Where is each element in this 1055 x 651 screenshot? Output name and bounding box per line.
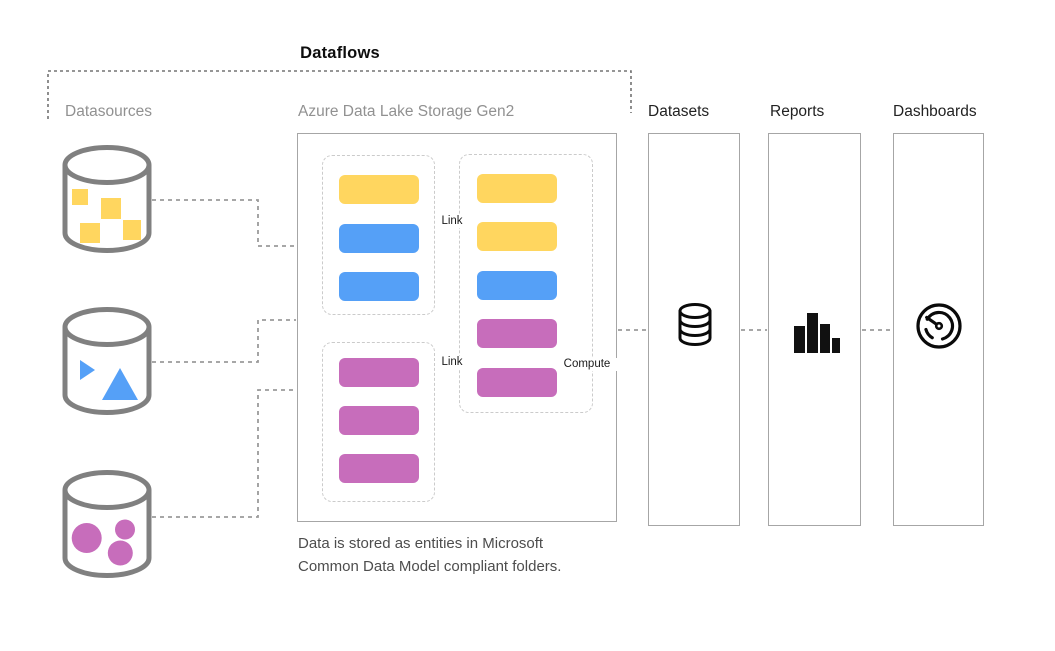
link-top-label: Link xyxy=(436,215,468,228)
entity-magenta xyxy=(339,358,419,387)
datasource-blue-triangles-icon xyxy=(62,307,152,415)
entity-magenta xyxy=(477,319,557,349)
datasets-box xyxy=(648,133,740,526)
dataflows-title: Dataflows xyxy=(300,44,380,62)
source-folder-1 xyxy=(322,155,435,315)
entity-yellow xyxy=(339,175,419,204)
entity-blue xyxy=(339,223,419,253)
datasets-label: Datasets xyxy=(648,103,710,120)
adls-caption: Data is stored as entities in Microsoft … xyxy=(298,535,562,575)
entity-blue xyxy=(339,272,419,301)
database-stack-icon xyxy=(678,303,712,346)
entity-yellow xyxy=(477,174,557,203)
dashboards-box xyxy=(893,133,984,526)
datasources-label: Datasources xyxy=(65,103,153,120)
reports-label: Reports xyxy=(770,103,825,120)
connector-datasource-3 xyxy=(152,389,296,518)
model-folder xyxy=(459,154,593,413)
compute-label: Compute xyxy=(556,358,618,371)
datasource-magenta-circles-icon xyxy=(62,470,152,578)
connector-datasource-1 xyxy=(152,199,296,247)
gauge-icon xyxy=(916,303,962,349)
reports-box xyxy=(768,133,861,526)
datasource-yellow-squares-icon xyxy=(62,145,152,253)
dashboards-label: Dashboards xyxy=(893,103,977,120)
link-bottom-label: Link xyxy=(436,356,468,369)
entity-magenta xyxy=(339,454,419,483)
entity-magenta xyxy=(477,367,557,397)
entity-blue xyxy=(477,270,557,300)
connector-datasource-2 xyxy=(152,319,296,363)
entity-yellow xyxy=(477,222,557,252)
adls-label: Azure Data Lake Storage Gen2 xyxy=(298,103,515,120)
source-folder-2 xyxy=(322,342,435,502)
bar-chart-icon xyxy=(794,313,840,353)
entity-magenta xyxy=(339,406,419,435)
